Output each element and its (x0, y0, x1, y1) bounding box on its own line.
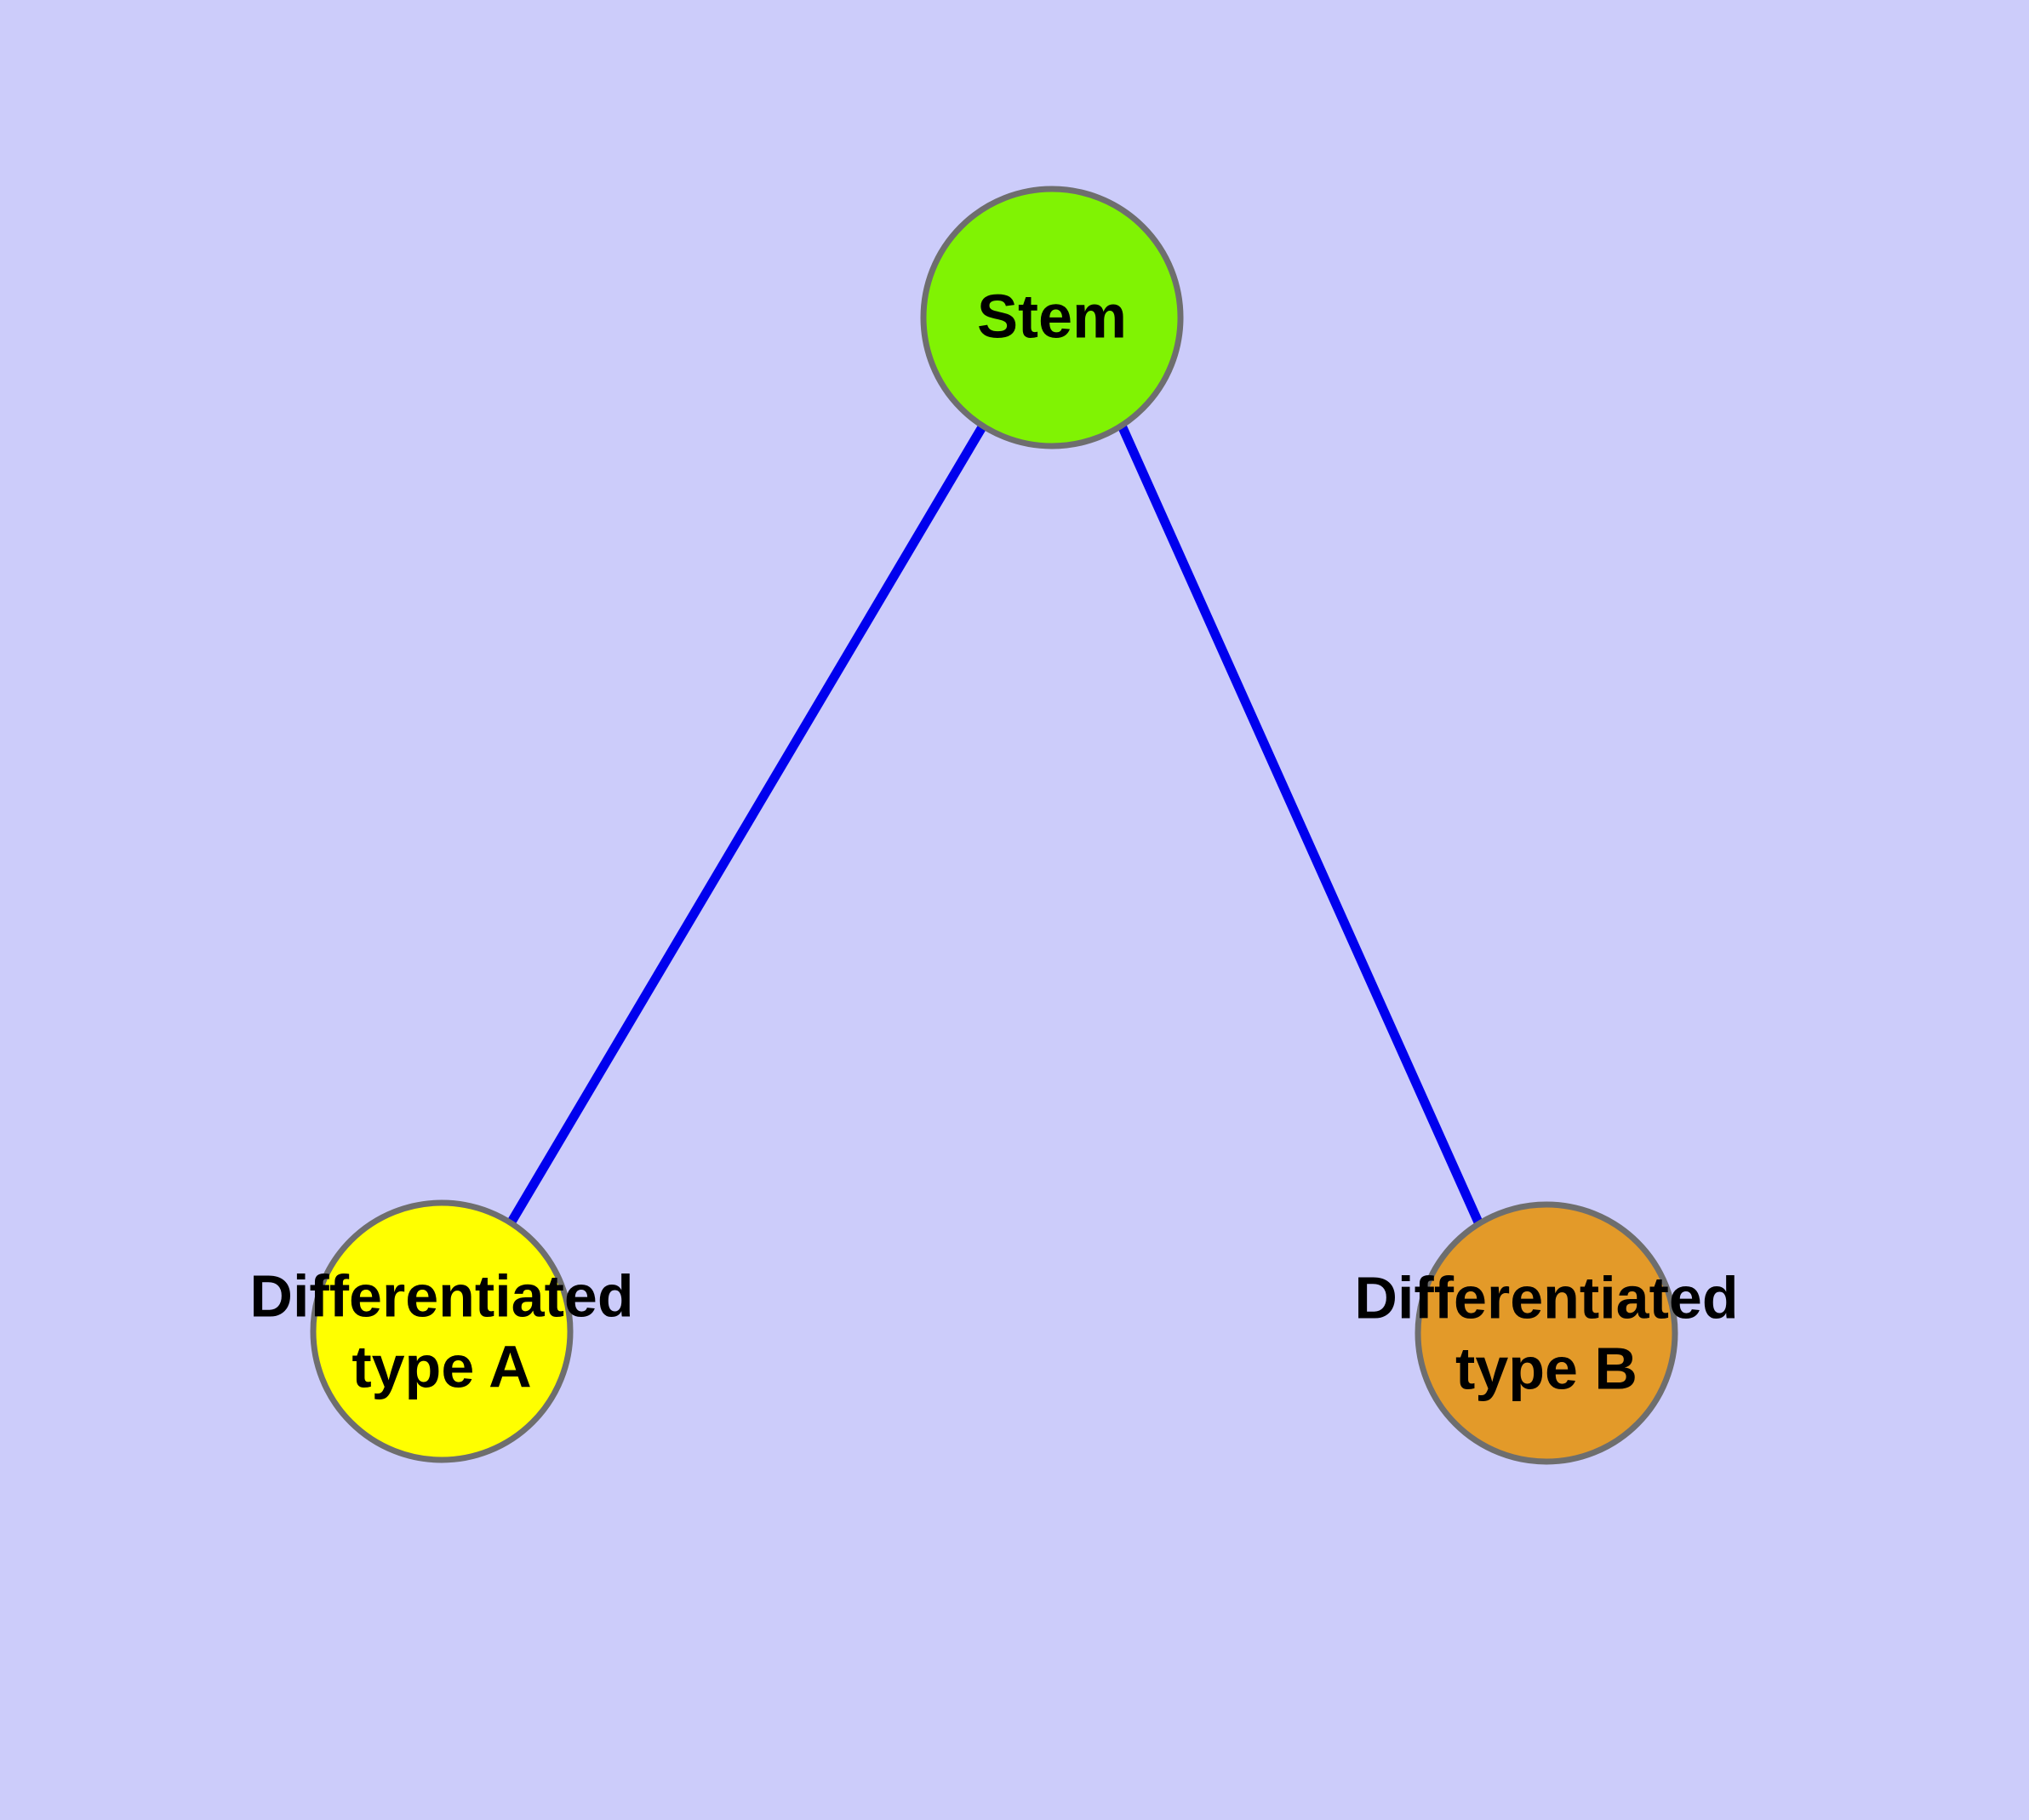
edge-stem-to-differentiated-type-b[interactable] (1117, 423, 1484, 1227)
node-layer (310, 186, 1678, 1465)
node-stem[interactable] (920, 186, 1184, 449)
node-differentiated-type-b[interactable] (1415, 1201, 1678, 1465)
node-differentiated-type-a[interactable] (310, 1199, 574, 1463)
edge-stem-to-differentiated-type-a[interactable] (506, 423, 987, 1226)
edge-layer (506, 423, 1484, 1227)
